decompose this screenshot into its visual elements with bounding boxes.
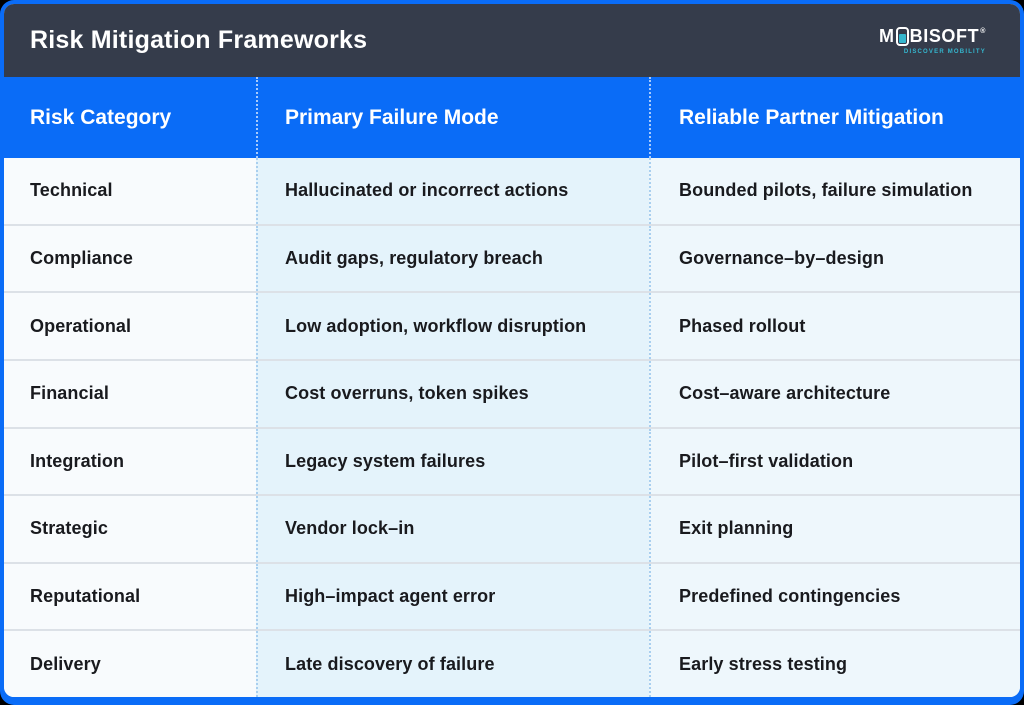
col-header-risk-category: Risk Category: [30, 105, 172, 129]
table-body: Technical Hallucinated or incorrect acti…: [4, 158, 1020, 697]
mobisoft-logo: M BISOFT ® DISCOVER MOBILITY: [879, 26, 986, 55]
table-row: Strategic Vendor lock–in Exit planning: [4, 494, 1020, 562]
cell-failure-mode: Hallucinated or incorrect actions: [256, 158, 649, 224]
cell-risk-category: Operational: [4, 293, 256, 359]
trademark-symbol: ®: [980, 28, 986, 35]
cell-failure-mode: High–impact agent error: [256, 563, 649, 630]
cell-failure-mode: Late discovery of failure: [256, 631, 649, 697]
cell-failure-mode: Audit gaps, regulatory breach: [256, 225, 649, 292]
table-row: Reputational High–impact agent error Pre…: [4, 561, 1020, 630]
cell-failure-mode: Cost overruns, token spikes: [256, 360, 649, 427]
cell-mitigation: Cost–aware architecture: [649, 360, 1020, 427]
logo-text-suffix: BISOFT: [909, 26, 980, 46]
cell-failure-mode: Low adoption, workflow disruption: [256, 293, 649, 359]
cell-risk-category: Financial: [4, 360, 256, 427]
cell-risk-category: Compliance: [4, 225, 256, 292]
logo-wordmark: M BISOFT ®: [879, 26, 986, 47]
cell-risk-category: Technical: [4, 158, 256, 224]
table-row: Operational Low adoption, workflow disru…: [4, 291, 1020, 359]
table-row: Technical Hallucinated or incorrect acti…: [4, 158, 1020, 224]
cell-mitigation: Pilot–first validation: [649, 428, 1020, 495]
cell-mitigation: Governance–by–design: [649, 225, 1020, 292]
cell-mitigation: Early stress testing: [649, 631, 1020, 697]
cell-mitigation: Bounded pilots, failure simulation: [649, 158, 1020, 224]
cell-mitigation: Phased rollout: [649, 293, 1020, 359]
table-card: Risk Mitigation Frameworks M BISOFT ® DI…: [4, 4, 1020, 697]
col-header-primary-failure-mode: Primary Failure Mode: [256, 77, 649, 158]
table-row: Delivery Late discovery of failure Early…: [4, 629, 1020, 697]
table-row: Compliance Audit gaps, regulatory breach…: [4, 223, 1020, 292]
cell-risk-category: Reputational: [4, 563, 256, 630]
cell-risk-category: Delivery: [4, 631, 256, 697]
table-row: Financial Cost overruns, token spikes Co…: [4, 358, 1020, 427]
logo-text-prefix: M: [879, 26, 895, 46]
phone-icon: [895, 27, 909, 46]
table-row: Integration Legacy system failures Pilot…: [4, 426, 1020, 495]
cell-risk-category: Integration: [4, 428, 256, 495]
cell-mitigation: Exit planning: [649, 496, 1020, 562]
cell-risk-category: Strategic: [4, 496, 256, 562]
title-bar: Risk Mitigation Frameworks M BISOFT ® DI…: [4, 4, 1020, 77]
table-header-row: Risk Category Primary Failure Mode Relia…: [4, 77, 1020, 158]
page-title: Risk Mitigation Frameworks: [30, 26, 368, 54]
cell-failure-mode: Legacy system failures: [256, 428, 649, 495]
cell-mitigation: Predefined contingencies: [649, 563, 1020, 630]
cell-failure-mode: Vendor lock–in: [256, 496, 649, 562]
logo-tagline: DISCOVER MOBILITY: [903, 49, 986, 55]
col-header-reliable-partner-mitigation: Reliable Partner Mitigation: [649, 77, 1020, 158]
